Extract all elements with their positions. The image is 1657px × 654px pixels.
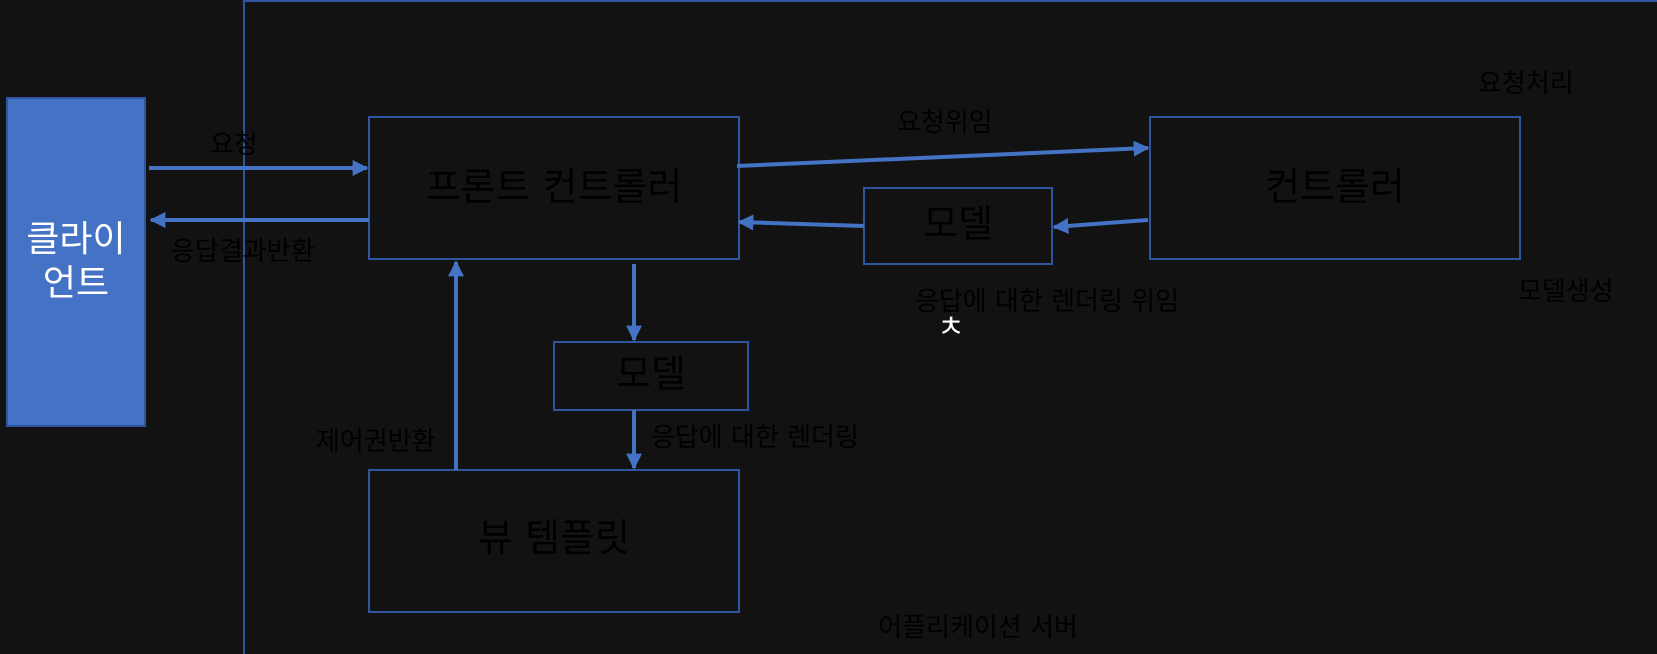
- client-node: 클라이 언트: [6, 97, 146, 427]
- client-box: [6, 97, 146, 427]
- render-delegate-arrow: [737, 214, 865, 231]
- stray-glyph: ㅊ: [937, 310, 965, 345]
- model-bottom-box: [553, 341, 749, 411]
- client-label-line1: 클라이: [26, 219, 125, 260]
- control-return-label: 제어권반환: [316, 427, 436, 457]
- front-controller-label: 프론트 컨트롤러: [426, 165, 683, 209]
- view-template-node: 뷰 템플릿: [368, 469, 740, 613]
- response-return-label: 응답결과반환: [171, 237, 315, 267]
- render-label: 응답에 대한 렌더링: [651, 423, 859, 453]
- application-server-boundary: [243, 0, 1657, 654]
- request-label: 요청: [210, 130, 258, 160]
- application-server-label: 어플리케이션 서버: [878, 613, 1078, 643]
- model-top-label: 모델: [923, 202, 993, 246]
- controller-label: 컨트롤러: [1265, 165, 1405, 209]
- front-controller-node: 프론트 컨트롤러: [368, 116, 740, 260]
- model-top-node: 모델: [863, 187, 1053, 265]
- model-create-arrow: [1052, 217, 1149, 234]
- client-label-line2: 언트: [43, 263, 109, 304]
- render-delegate-label: 응답에 대한 렌더링 위임: [915, 287, 1179, 317]
- view-template-box: [368, 469, 740, 613]
- model-create-label: 모델생성: [1518, 277, 1614, 307]
- request-process-label: 요청처리: [1478, 69, 1574, 99]
- controller-box: [1149, 116, 1521, 260]
- request-delegate-arrow: [736, 140, 1150, 168]
- request-delegate-label: 요청위임: [897, 108, 993, 138]
- front-controller-box: [368, 116, 740, 260]
- controller-node: 컨트롤러: [1149, 116, 1521, 260]
- model-bottom-node: 모델: [553, 341, 749, 411]
- model-bottom-label: 모델: [616, 352, 686, 396]
- view-template-label: 뷰 템플릿: [478, 516, 630, 560]
